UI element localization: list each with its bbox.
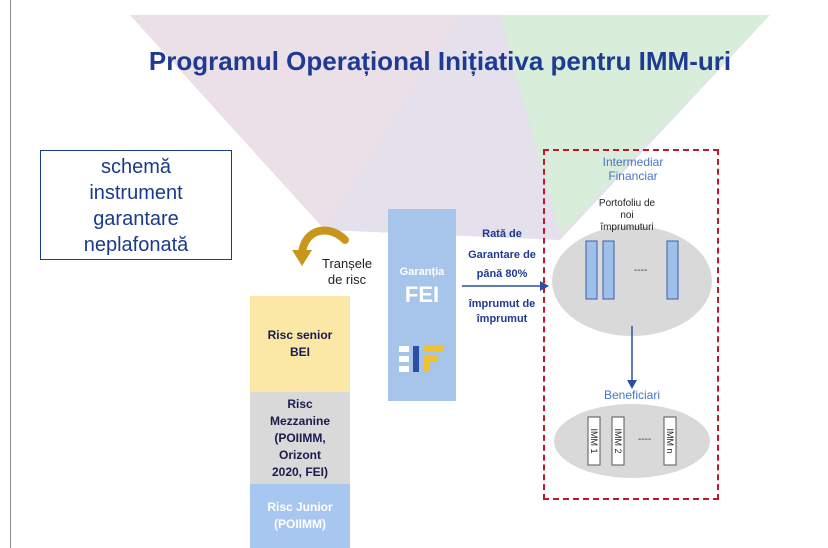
tranches-label-line-2: de risc xyxy=(327,272,367,287)
risk-senior-block: Risc senior BEI xyxy=(250,296,350,392)
rate-line-3: până 80% xyxy=(476,268,528,280)
intermediary-title-line-1: Intermediar xyxy=(602,155,664,169)
financial-intermediary-box xyxy=(543,149,719,500)
imm-n-label: IMM n xyxy=(665,428,675,454)
beneficiaries-graphic xyxy=(554,404,710,478)
scheme-box: schemă instrument garantare neplafonată xyxy=(40,150,232,260)
loan-bar-2 xyxy=(602,240,615,300)
rate-line-5: împrumut xyxy=(476,313,528,325)
imm-1-label: IMM 1 xyxy=(589,428,599,454)
beneficiaries-ellipse xyxy=(554,404,710,478)
fei-guarantee-label: Garanția xyxy=(399,266,445,278)
rate-arrow-icon xyxy=(462,281,549,291)
loan-bar-1 xyxy=(585,240,598,300)
imm-bar-2 xyxy=(611,416,625,466)
rate-line-1: Rată de xyxy=(482,228,522,240)
portfolio-label: Portofoliu de noi împrumuturi xyxy=(586,198,668,234)
scheme-line-1: schemă xyxy=(100,156,172,178)
fei-name: FEI xyxy=(404,282,440,307)
scheme-line-4: neplafonată xyxy=(83,234,189,256)
risk-junior-line-1: Risc Junior xyxy=(267,500,333,514)
portfolio-label-line-2: noi xyxy=(620,210,634,221)
risk-junior-block: Risc Junior (POIIMM) xyxy=(250,484,350,548)
eif-logo-icon xyxy=(399,346,443,372)
left-divider xyxy=(10,0,11,548)
tranches-label: Tranșele de risc xyxy=(322,256,372,288)
rate-line-2: Garantare de xyxy=(468,249,536,261)
down-arrow-icon xyxy=(627,326,637,389)
loan-portfolio-graphic: ---- xyxy=(552,226,712,336)
scheme-line-2: instrument xyxy=(89,182,183,204)
beneficiaries-dots: ---- xyxy=(638,434,652,445)
loan-bar-3 xyxy=(666,240,679,300)
intermediary-title-line-2: Financiar xyxy=(608,169,658,183)
intermediary-title: Intermediar Financiar xyxy=(578,155,688,183)
risk-mezz-line-1: Risc xyxy=(287,396,313,411)
beneficiaries-title: Beneficiari xyxy=(603,388,661,402)
portfolio-ellipse xyxy=(552,226,712,336)
imm-2-label: IMM 2 xyxy=(613,428,623,454)
bg-pink-shape xyxy=(130,15,460,230)
risk-senior-line-1: Risc senior xyxy=(267,328,333,342)
imm-bar-3 xyxy=(663,416,677,466)
imm-bar-1 xyxy=(587,416,601,466)
bg-green-shape xyxy=(500,15,770,235)
risk-mezzanine-block: Risc Mezzanine (POIIMM, Orizont 2020, FE… xyxy=(250,392,350,484)
curved-arrow-icon xyxy=(292,226,349,266)
risk-junior-line-2: (POIIMM) xyxy=(273,517,326,531)
rate-line-4: împrumut de xyxy=(468,298,536,310)
tranches-label-line-1: Tranșele xyxy=(322,256,373,271)
risk-mezz-line-5: 2020, FEI) xyxy=(271,464,328,479)
page-title: Programul Operațional Inițiativa pentru … xyxy=(148,46,732,76)
scheme-line-3: garantare xyxy=(93,208,179,230)
portfolio-dots: ---- xyxy=(634,265,647,276)
risk-mezz-line-2: Mezzanine xyxy=(269,413,330,428)
portfolio-label-line-1: Portofoliu de xyxy=(598,198,656,209)
risk-senior-line-2: BEI xyxy=(289,345,310,359)
risk-mezz-line-4: Orizont xyxy=(278,447,321,462)
portfolio-label-line-3: împrumuturi xyxy=(600,222,654,233)
risk-mezz-line-3: (POIIMM, xyxy=(274,430,326,445)
